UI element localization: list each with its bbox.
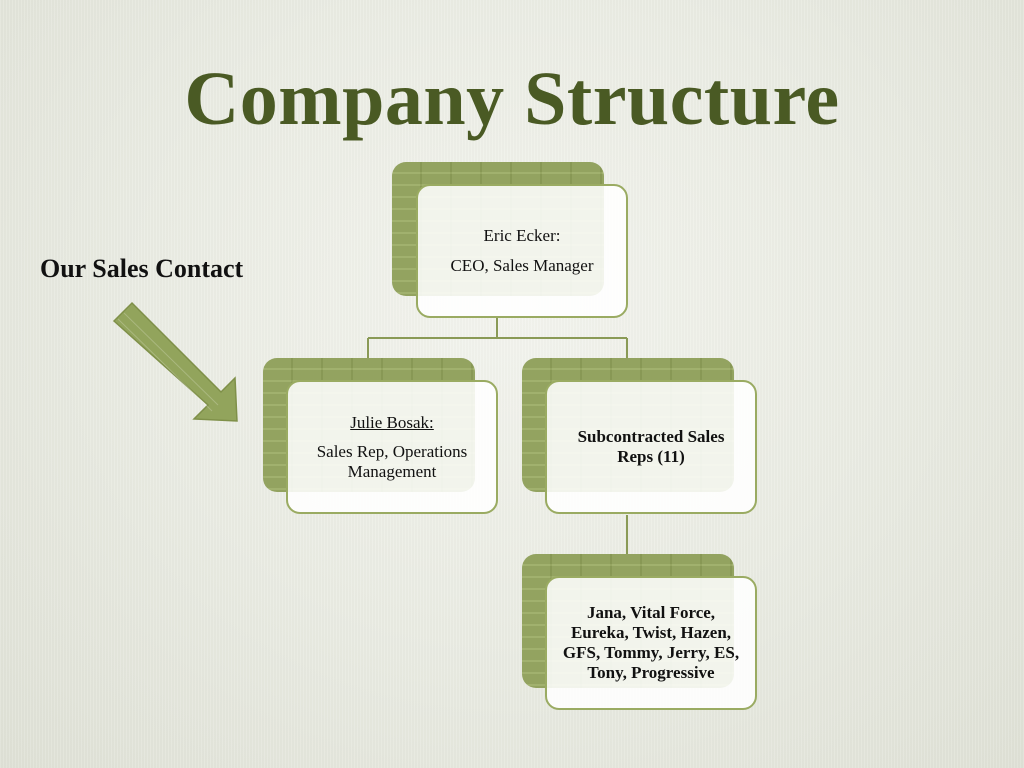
slide-title: Company Structure — [184, 57, 840, 141]
ceo-role: CEO, Sales Manager — [450, 256, 594, 275]
arrow-icon — [112, 301, 238, 422]
julie-name: Julie Bosak: — [350, 413, 434, 432]
arrow-shape — [112, 301, 238, 422]
julie-node[interactable]: Julie Bosak: Sales Rep, Operations Manag… — [286, 380, 498, 514]
julie-role: Sales Rep, Operations Management — [316, 442, 468, 481]
ceo-name: Eric Ecker: — [483, 226, 561, 245]
sales-contact-label: Our Sales Contact — [40, 254, 244, 283]
subcontracted-node[interactable]: Subcontracted Sales Reps (11) — [545, 380, 757, 514]
ceo-node[interactable]: Eric Ecker: CEO, Sales Manager — [416, 184, 628, 318]
reps-names: Jana, Vital Force, Eureka, Twist, Hazen,… — [562, 603, 740, 682]
reps-node[interactable]: Jana, Vital Force, Eureka, Twist, Hazen,… — [545, 576, 757, 710]
subcontracted-label: Subcontracted Sales Reps (11) — [577, 427, 725, 466]
